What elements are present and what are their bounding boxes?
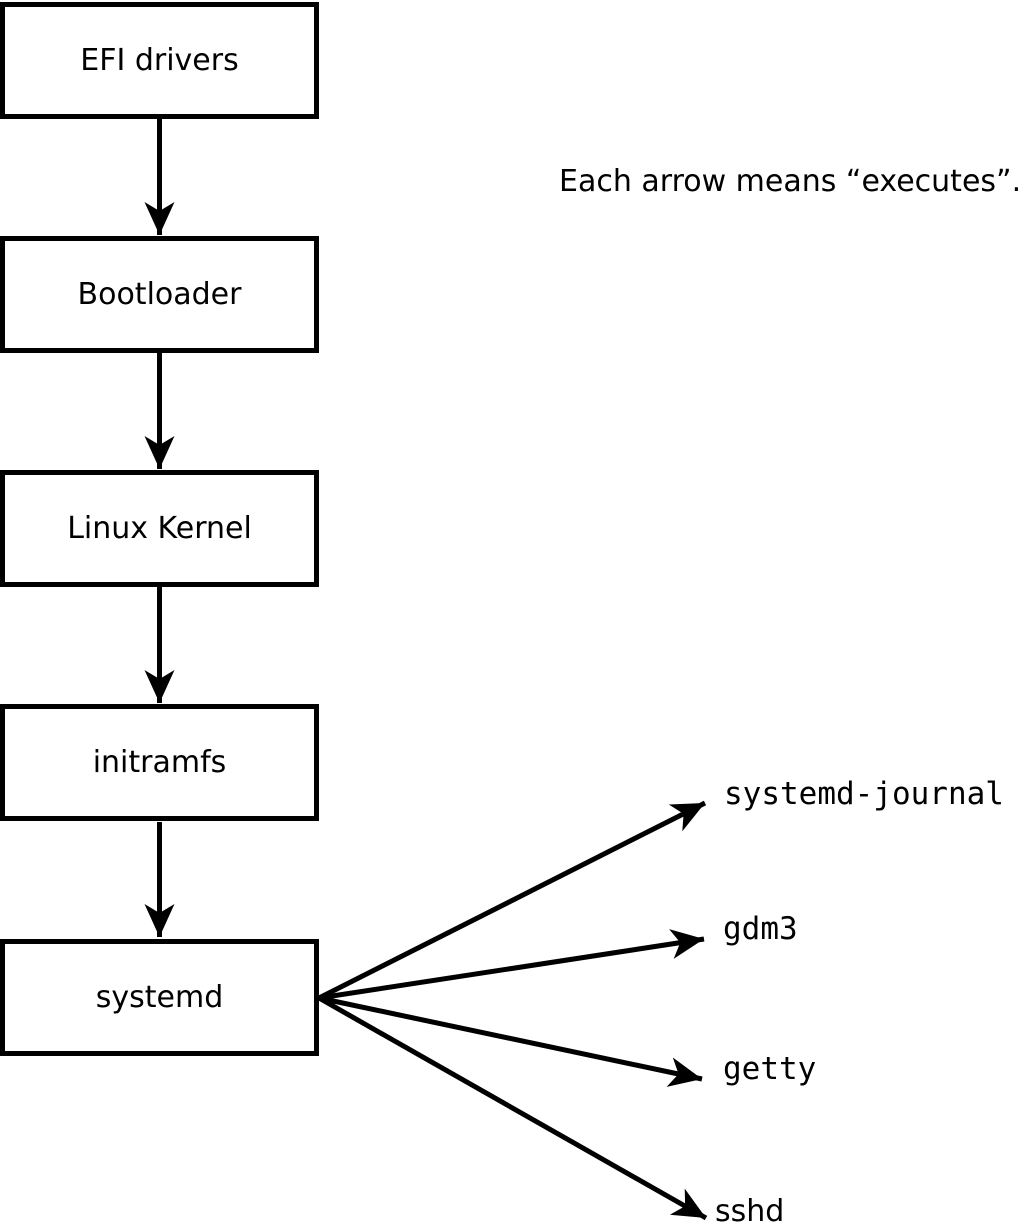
arrow-systemd-to-gdm3 xyxy=(318,929,705,1001)
flow-box-label: Linux Kernel xyxy=(67,510,252,546)
arrow-systemd-to-journal xyxy=(317,800,707,1001)
flow-box-label: EFI drivers xyxy=(80,42,239,78)
flow-box-label: Bootloader xyxy=(77,276,242,312)
spawn-label-gdm3: gdm3 xyxy=(723,911,798,947)
arrow-systemd-to-getty xyxy=(318,995,703,1087)
flow-box-initramfs: initramfs xyxy=(0,704,319,821)
flow-box-systemd: systemd xyxy=(0,939,319,1056)
legend-note: Each arrow means “executes”. xyxy=(559,164,1022,199)
flow-box-efi-drivers: EFI drivers xyxy=(0,2,319,119)
flow-box-linux-kernel: Linux Kernel xyxy=(0,470,319,587)
arrow-systemd-to-sshd xyxy=(317,995,708,1221)
flow-box-bootloader: Bootloader xyxy=(0,236,319,353)
spawn-label-getty: getty xyxy=(723,1051,817,1087)
flow-box-label: initramfs xyxy=(92,744,227,780)
spawn-label-sshd: sshd xyxy=(715,1194,785,1229)
flow-box-label: systemd xyxy=(95,979,224,1015)
spawn-label-systemd-journal: systemd-journal xyxy=(724,776,1004,812)
